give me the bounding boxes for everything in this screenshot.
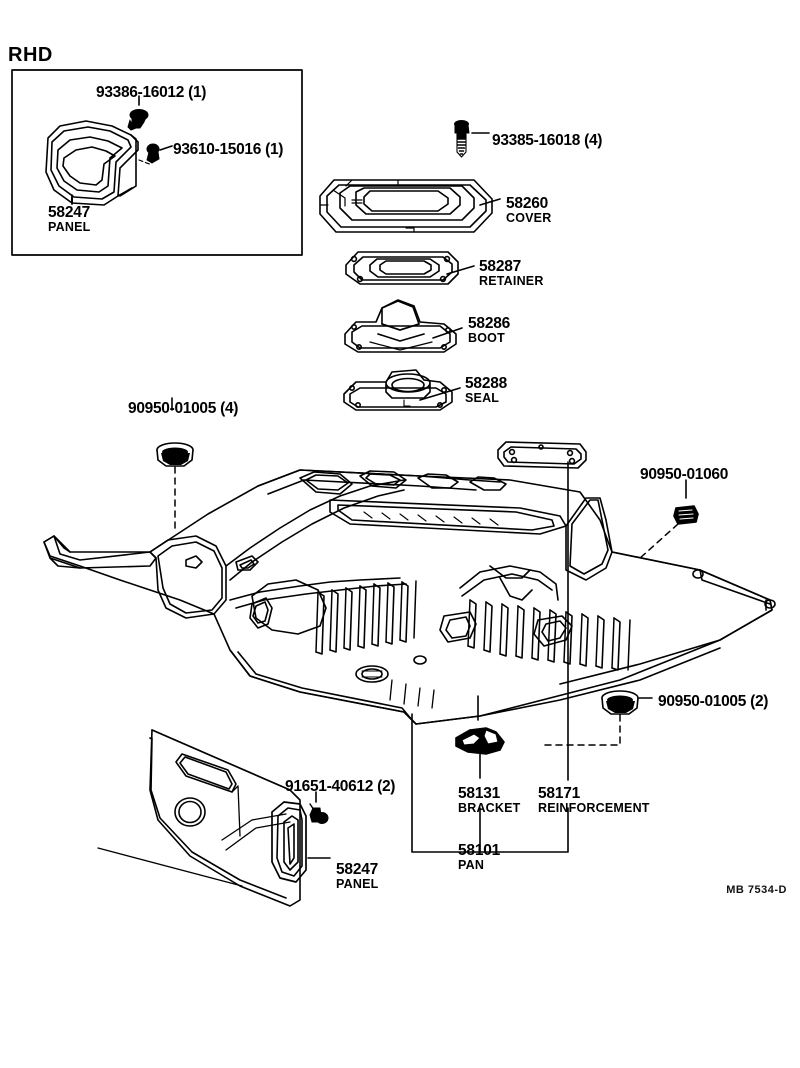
leader-58288 <box>419 387 461 401</box>
label-58171-reinforcement: 58171 REINFORCEMENT <box>538 785 650 815</box>
leader-58260 <box>479 198 501 206</box>
rhd-inset-box <box>11 69 303 256</box>
label-93385-16018: 93385-16018 (4) <box>492 132 603 149</box>
label-90950-01060: 90950-01060 <box>640 466 729 483</box>
leader-90950-01060 <box>619 523 679 577</box>
plug-90950-01005-2-art <box>601 690 639 715</box>
floor-pan-58101-art <box>43 469 776 725</box>
boot-58286-art <box>344 299 457 353</box>
label-58288-seal: 58288 SEAL <box>465 375 508 405</box>
label-58260-cover: 58260 COVER <box>506 195 552 225</box>
label-93610-15016: 93610-15016 (1) <box>173 141 284 158</box>
leader-90950-01005-2 <box>544 714 621 746</box>
bolt-93610-15016-art <box>146 143 160 164</box>
diagram-watermark: MB 7534-D <box>726 884 787 896</box>
leader-58287 <box>446 265 475 275</box>
plug-90950-01005-4-art <box>156 442 194 467</box>
leader-93610 <box>159 145 173 151</box>
panel-58247-lower-art <box>97 729 307 907</box>
label-58131-bracket: 58131 BRACKET <box>458 785 521 815</box>
label-58247-inset: 58247 PANEL <box>48 204 91 234</box>
label-91651-40612: 91651-40612 (2) <box>285 778 396 795</box>
bolt-93385-16018-art <box>454 120 470 158</box>
inset-panel-58247-art <box>45 120 153 206</box>
bracket-58131-art <box>455 727 505 755</box>
label-58247-lower: 58247 PANEL <box>336 861 379 891</box>
anchor-plate-art <box>497 441 587 469</box>
retainer-58287-art <box>345 251 459 285</box>
label-90950-01005-4: 90950-01005 (4) <box>128 400 239 417</box>
cover-58260-art <box>319 179 493 233</box>
bolt-93386-16012-art <box>127 109 149 131</box>
label-58101-pan: 58101 PAN <box>458 842 501 872</box>
label-90950-01005-2: 90950-01005 (2) <box>658 693 769 710</box>
pan-58101-frame <box>411 713 569 853</box>
label-58286-boot: 58286 BOOT <box>468 315 511 345</box>
label-58287-retainer: 58287 RETAINER <box>479 258 544 288</box>
screw-91651-40612-art <box>309 803 329 824</box>
seal-58288-art <box>343 369 453 411</box>
grommet-90950-01060-art <box>673 505 699 525</box>
leader-58286 <box>432 327 463 339</box>
rhd-title: RHD <box>8 44 53 66</box>
label-93386-16012: 93386-16012 (1) <box>96 84 207 101</box>
